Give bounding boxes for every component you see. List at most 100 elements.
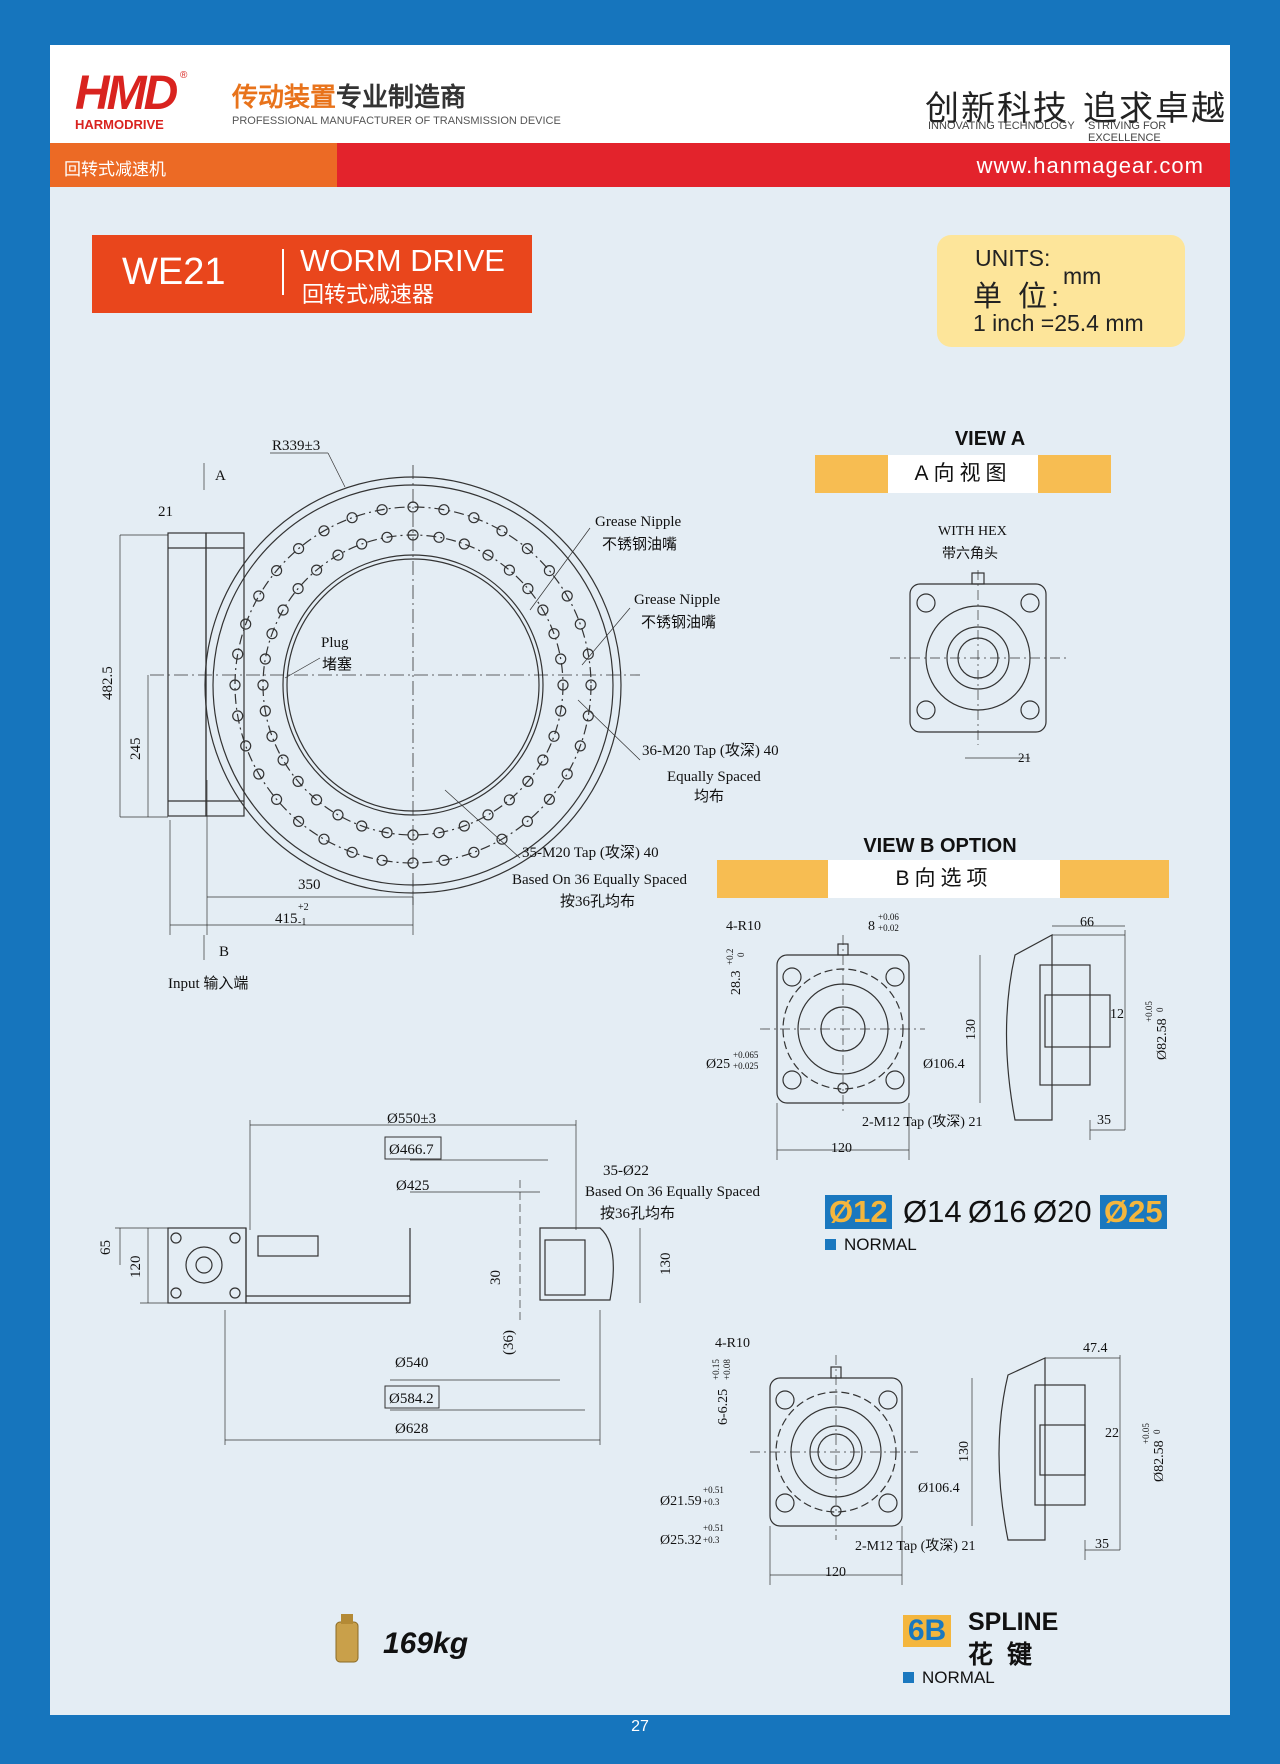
section-holes: 35-Ø22: [603, 1163, 649, 1179]
opt1-h28-tol-dn: 0: [736, 952, 746, 957]
dim-d584: Ø584.2: [389, 1391, 434, 1407]
website-url[interactable]: www.hanmagear.com: [976, 153, 1204, 178]
bolt-hole: [548, 628, 560, 640]
dim-height-245: 245: [128, 738, 144, 761]
size-option-12[interactable]: Ø12: [825, 1195, 892, 1229]
opt1-d25-tol-dn: +0.025: [733, 1061, 759, 1071]
model-divider: [282, 249, 284, 295]
bolt-hole: [574, 740, 586, 752]
bolt-hole: [271, 793, 283, 806]
dim-d584-box: [384, 1385, 440, 1409]
dim-h130: 130: [658, 1253, 674, 1276]
dim-d550: Ø550±3: [387, 1111, 436, 1127]
size-option-14[interactable]: Ø14: [903, 1194, 962, 1229]
bolt-hole: [259, 653, 271, 665]
bolt-hole: [482, 549, 494, 561]
dim-width-415: 415: [275, 911, 298, 927]
bolt-hole: [543, 564, 556, 577]
registered-mark: ®: [180, 70, 188, 81]
tagline-cn-b: 专业制造商: [336, 82, 467, 112]
bolt-hole: [356, 538, 368, 550]
category-label: 回转式减速机: [64, 160, 166, 179]
tap35-sub-cn: 按36孔均布: [560, 893, 635, 910]
bolt-hole: [522, 775, 534, 788]
bolt-hole: [574, 618, 586, 630]
dim-hex: 21: [158, 504, 173, 520]
bolt-hole: [548, 730, 560, 742]
legend-square-icon: [825, 1239, 836, 1250]
tap36-sub-cn: 均布: [694, 788, 724, 805]
opt2-d82-tol-dn: 0: [1152, 1429, 1162, 1434]
bolt-hole: [458, 820, 470, 832]
opt1-tap: 2-M12 Tap (攻深) 21: [862, 1114, 982, 1130]
bolt-hole: [376, 854, 388, 866]
bolt-hole: [433, 827, 445, 839]
bolt-hole: [522, 582, 534, 595]
bolt-hole: [503, 794, 515, 806]
plug-cn: 堵塞: [322, 655, 352, 673]
slogan-striving: 追求卓越: [1083, 89, 1227, 129]
size-option-20[interactable]: Ø20: [1033, 1194, 1092, 1229]
bolt-hole: [585, 679, 597, 691]
size-option-25[interactable]: Ø25: [1100, 1195, 1167, 1229]
inner-bolt-holes: [257, 529, 569, 841]
bolt-hole: [521, 815, 534, 828]
brand-logo-sub: HARMODRIVE: [75, 117, 164, 132]
dim-width-350: 350: [298, 877, 321, 893]
dim-d425: Ø425: [396, 1178, 429, 1194]
model-name-cn: 回转式减速器: [302, 282, 435, 307]
plug-label: Plug: [321, 635, 349, 651]
brand-logo: HMD: [75, 67, 178, 120]
opt2-d25: Ø25.32: [660, 1533, 702, 1548]
bolt-hole: [253, 768, 265, 780]
bolt-hole: [293, 815, 305, 828]
bolt-hole: [277, 604, 289, 616]
bolt-hole: [381, 827, 393, 839]
dim-width-415-tol-dn: -1: [298, 917, 306, 928]
bolt-hole: [468, 512, 480, 524]
view-b-subtitle: B向选项: [828, 860, 1060, 898]
dim-h65: 65: [98, 1240, 114, 1255]
opt1-h130: 130: [964, 1019, 979, 1040]
bolt-hole: [543, 793, 556, 806]
dim-width-415-tol-up: +2: [298, 902, 309, 913]
bolt-hole: [240, 618, 252, 630]
units-value: mm: [1063, 263, 1102, 289]
bolt-hole: [521, 542, 534, 555]
bolt-hole: [293, 542, 305, 555]
bolt-hole: [482, 809, 494, 821]
view-a-hex-en: WITH HEX: [938, 524, 1007, 539]
legend-square-icon: [903, 1672, 914, 1683]
bolt-hole: [257, 679, 269, 691]
bolt-hole: [537, 754, 549, 766]
opt1-w35: 35: [1097, 1113, 1111, 1128]
bolt-hole: [311, 794, 323, 806]
opt1-d82-tol-dn: 0: [1155, 1007, 1165, 1012]
normal-label-2: NORMAL: [922, 1668, 995, 1687]
spline-badge: 6B: [903, 1615, 951, 1647]
bolt-hole: [561, 590, 573, 602]
dim-radius: R339±3: [272, 438, 320, 454]
bolt-hole: [259, 705, 271, 717]
bolt-hole: [266, 628, 278, 640]
bolt-hole: [229, 679, 241, 691]
opt2-d21: Ø21.59: [660, 1494, 702, 1509]
bolt-hole: [277, 754, 289, 766]
bolt-hole: [496, 833, 508, 845]
bolt-hole: [311, 564, 323, 576]
tagline-en: PROFESSIONAL MANUFACTURER OF TRANSMISSIO…: [232, 115, 561, 127]
bolt-hole: [555, 653, 567, 665]
opt1-r10: 4-R10: [726, 919, 761, 934]
weight-value: 169kg: [383, 1627, 469, 1660]
view-a-title: VIEW A: [954, 428, 1026, 450]
opt1-key: 8: [868, 919, 875, 934]
bolt-hole: [458, 538, 470, 550]
dim-d466-box: [384, 1136, 442, 1160]
size-option-16[interactable]: Ø16: [968, 1194, 1027, 1229]
opt2-tap: 2-M12 Tap (攻深) 21: [855, 1538, 975, 1554]
units-conversion: 1 inch =25.4 mm: [973, 310, 1144, 336]
opt2-h130: 130: [957, 1441, 972, 1462]
bolt-hole: [318, 525, 330, 537]
opt2-w120: 120: [825, 1565, 846, 1580]
